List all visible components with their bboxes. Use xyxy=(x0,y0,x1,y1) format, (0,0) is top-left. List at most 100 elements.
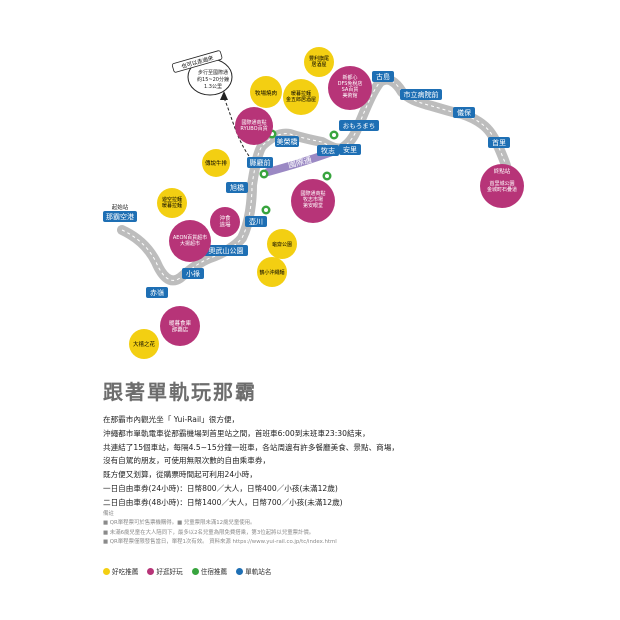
station-asato: 安里 xyxy=(339,144,361,155)
svg-text:國際通商點牧志市場第安眼堂: 國際通商點牧志市場第安眼堂 xyxy=(300,190,325,209)
spot-label-line: 第安眼堂 xyxy=(303,202,323,209)
body-line: 一日自由車券(24小時)：日幣800／大人，日幣400／小孩(未滿12歲) xyxy=(103,483,338,493)
spot-label-line: 居酒屋 xyxy=(311,61,326,68)
svg-text:古島: 古島 xyxy=(376,72,390,81)
legend-item-station: 單軌站名 xyxy=(236,566,272,576)
notes-title: 備註 xyxy=(103,511,114,517)
hotel-dot-icon xyxy=(191,567,199,575)
spot-label-line: SA百貨 xyxy=(342,86,359,93)
kokusai-street-label: 國際通 xyxy=(287,154,313,170)
spot-label-line: 牧志市場 xyxy=(303,196,323,203)
spot-yoshinoya-ramen: 遊空拉麵暖暮拉麵 xyxy=(157,188,187,218)
spot-teppanyaki: 傳說牛排 xyxy=(202,149,230,177)
page-title: 跟著單軌玩那霸 xyxy=(103,380,257,404)
svg-text:暖暮食庫那覇店: 暖暮食庫那覇店 xyxy=(169,319,192,334)
spot-label-line: 金城町石疊道 xyxy=(487,186,517,193)
walk-callout: 也可以走過來 步行至國際通 約15~20分鐘 1.3公里 xyxy=(171,50,233,96)
spot-outlet: 暖暮食庫那覇店 xyxy=(160,306,200,346)
body-line: 在那霸市內觀光坐「 Yui-Rail」很方便， xyxy=(103,415,240,424)
spot-label-line: 暖暮食庫 xyxy=(169,319,192,327)
spot-label-line: 大揚超市 xyxy=(180,240,200,247)
hotel-icon xyxy=(259,169,269,179)
note-line: ■ QR單程票僅限發售當日，單程1次有效。 資料來源 https://www.y… xyxy=(103,538,337,545)
spot-label-line: 國際通商點 xyxy=(241,119,266,126)
svg-text:AEON百貨超市大揚超市: AEON百貨超市大揚超市 xyxy=(173,234,207,247)
legend-item-food: 好吃推薦 xyxy=(103,566,138,576)
station-shiritsu-byoinmae: 市立病院前 xyxy=(400,89,442,100)
walking-route-arrow xyxy=(223,97,253,161)
callout-line2: 約15~20分鐘 xyxy=(197,76,229,83)
legend-item-hotel: 住宿推薦 xyxy=(191,566,227,576)
station-miebashi: 美榮橋 xyxy=(275,136,299,147)
spot-ishigaki: 大禧之花 xyxy=(129,329,159,359)
spot-label-line: 牧場燒肉 xyxy=(255,89,277,97)
svg-text:美榮橋: 美榮橋 xyxy=(277,137,298,146)
spot-label-line: 遊空拉麵 xyxy=(162,196,182,203)
station-kenchomae: 縣廳前 xyxy=(247,157,273,168)
station-asahibashi: 旭橋 xyxy=(226,182,248,193)
monorail-route-map: 國際通 也可以走過來 步行至國際通 約15~20分鐘 1.3公里 那霸空港 起始… xyxy=(103,47,524,359)
body-line: 沒有自駕的朋友，可使用無限次數的自由乘車券， xyxy=(103,456,271,466)
station-onoyama-koen: 奧武山公園 xyxy=(204,245,248,256)
svg-text:傳說牛排: 傳說牛排 xyxy=(205,159,228,167)
svg-text:安里: 安里 xyxy=(343,145,357,154)
spot-makishi-market: 國際通商點牧志市場第安眼堂 xyxy=(291,179,335,223)
spot-aeon: AEON百貨超市大揚超市 xyxy=(169,220,211,262)
spot-ramen-miebashi: 暖暮拉麵金五郎居酒屋 xyxy=(283,79,319,115)
svg-text:豐利旗尾居酒屋: 豐利旗尾居酒屋 xyxy=(309,55,329,68)
spot-shuri-castle: 終點站 首里城公園金城町石疊道 xyxy=(480,164,524,208)
spot-label-line: 道場 xyxy=(219,221,231,229)
spot-kameya: 龜齋公園 xyxy=(267,229,297,259)
spot-label-line: 傳說牛排 xyxy=(205,159,228,167)
station-gibo: 儀保 xyxy=(453,107,475,118)
spot-label-line: 暖暮拉麵 xyxy=(291,90,311,97)
hotel-icon xyxy=(322,171,332,181)
svg-text:遊空拉麵暖暮拉麵: 遊空拉麵暖暮拉麵 xyxy=(162,196,182,209)
spot-label-line: 美術館 xyxy=(342,92,357,99)
svg-text:鶴小沖繩麵: 鶴小沖繩麵 xyxy=(259,269,284,276)
svg-text:赤嶺: 赤嶺 xyxy=(150,289,164,297)
station-naha-airport: 那霸空港 起始站 xyxy=(103,203,137,222)
body-line: 共連結了15個車站，每隔4.5~15分鐘一班車，各站周邊有許多餐廳美食、景點、商… xyxy=(103,442,399,452)
start-tag: 起始站 xyxy=(112,203,129,211)
station-oroku: 小祿 xyxy=(182,268,204,279)
spot-label-line: 金五郎居酒屋 xyxy=(286,96,316,103)
station-omoromachi: おもろまち xyxy=(339,120,379,131)
svg-text:那霸空港: 那霸空港 xyxy=(106,212,134,221)
svg-text:奧武山公園: 奧武山公園 xyxy=(209,246,244,255)
callout-line1: 步行至國際通 xyxy=(198,69,228,76)
hotel-icon xyxy=(329,130,339,140)
svg-text:暖暮拉麵金五郎居酒屋: 暖暮拉麵金五郎居酒屋 xyxy=(286,90,316,103)
station-akamine: 赤嶺 xyxy=(146,287,168,298)
spot-label-line: 首里城公園 xyxy=(489,180,514,187)
spot-yakitori: 沖食道場 xyxy=(210,207,240,237)
food-dot-icon xyxy=(103,567,110,575)
station-furujima: 古島 xyxy=(372,71,394,82)
note-line: ■ 未滿6歲兒童在大人陪同下，最多以2名兒童為限免費搭乘，第3位起將以兒童票計價… xyxy=(103,529,315,536)
svg-text:沖食道場: 沖食道場 xyxy=(219,214,231,229)
monorail-track-center xyxy=(121,79,513,281)
body-line: 沖繩都市單軌電車從那霸機場到首里站之間，首班車6:00到末班車23:30結束， xyxy=(103,428,370,438)
spot-label-line: 龜齋公園 xyxy=(272,241,292,248)
spot-label-line: 新都心 xyxy=(342,74,357,81)
svg-text:首里城公園金城町石疊道: 首里城公園金城町石疊道 xyxy=(487,180,517,193)
map-legend: 好吃推薦 好逛好玩 住宿推薦 單軌站名 xyxy=(103,566,272,576)
body-line: 既方便又划算，從購票時間起可利用24小時， xyxy=(103,470,257,480)
svg-text:市立病院前: 市立病院前 xyxy=(404,90,439,99)
svg-text:旭橋: 旭橋 xyxy=(230,183,244,192)
note-line: ■ QR單程票可於售票機購得。■ 兒童票限未滿12歲兒童使用。 xyxy=(103,520,256,527)
svg-text:牧場燒肉: 牧場燒肉 xyxy=(255,89,277,97)
spot-label-line: 那覇店 xyxy=(172,326,189,334)
svg-text:大禧之花: 大禧之花 xyxy=(133,340,156,348)
svg-text:首里: 首里 xyxy=(492,138,506,147)
walking-arrow-head xyxy=(220,91,228,100)
spot-label-line: DFS免稅店 xyxy=(338,80,363,87)
spot-label-line: 暖暮拉麵 xyxy=(162,202,182,209)
station-dot-icon xyxy=(236,567,244,575)
spot-okinawa-soba: 鶴小沖繩麵 xyxy=(257,257,287,287)
hotel-icon xyxy=(261,205,271,215)
